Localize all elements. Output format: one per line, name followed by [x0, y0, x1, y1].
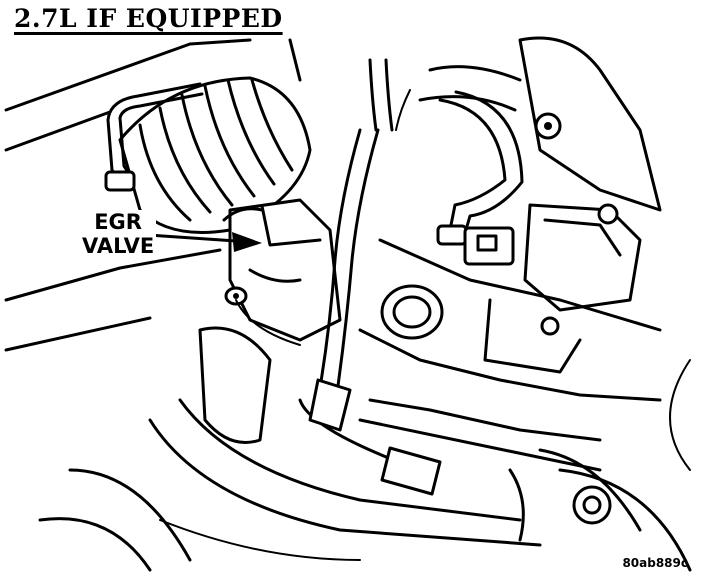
leader-arrow-icon	[146, 232, 262, 252]
sensor-hose	[436, 90, 524, 246]
body-panel-lines	[4, 38, 302, 352]
intake-bellows-hose	[118, 76, 312, 234]
egr-valve-callout: EGR VALVE	[80, 210, 157, 258]
egr-valve-body	[222, 198, 342, 342]
valve-cover	[358, 238, 662, 472]
callout-line-2: VALVE	[82, 234, 155, 258]
sensor-module	[463, 203, 642, 336]
figure-title: 2.7L IF EQUIPPED	[14, 4, 283, 33]
thin-wires	[159, 89, 691, 561]
throttle-body	[418, 36, 662, 212]
callout-line-1: EGR	[94, 210, 142, 234]
figure-id: 80ab889c	[622, 556, 688, 570]
harness-connector	[308, 378, 442, 496]
vacuum-tube	[104, 82, 204, 192]
lower-hoses	[38, 326, 542, 572]
lower-right-bracket	[508, 448, 692, 572]
